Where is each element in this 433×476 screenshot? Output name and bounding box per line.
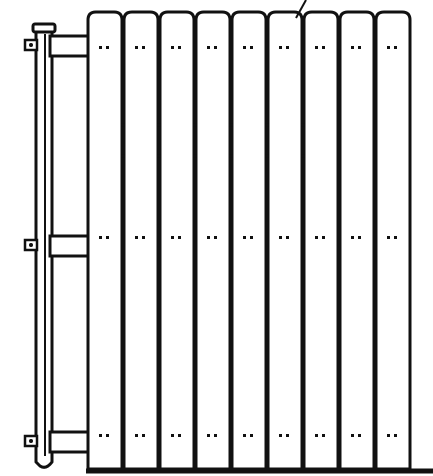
nail [351, 236, 354, 239]
nail [135, 46, 138, 49]
nail [358, 434, 361, 437]
nail [315, 46, 318, 49]
nail [99, 434, 102, 437]
nail [142, 46, 145, 49]
nail [394, 46, 397, 49]
nail [99, 46, 102, 49]
hinge-pin [29, 243, 33, 247]
nail [171, 46, 174, 49]
rails [121, 123, 305, 158]
hinge-strap [48, 430, 94, 454]
nail [250, 236, 253, 239]
nail [214, 434, 217, 437]
nail [106, 46, 109, 49]
nail [250, 46, 253, 49]
hinge-pin [29, 439, 33, 443]
nail [171, 236, 174, 239]
nails [99, 46, 397, 437]
nail [322, 434, 325, 437]
nail [358, 46, 361, 49]
post-cap [31, 22, 57, 34]
nail [214, 236, 217, 239]
board [122, 10, 160, 471]
hinge-post [31, 22, 57, 469]
board [302, 10, 340, 471]
nail [387, 434, 390, 437]
nail [214, 46, 217, 49]
hinge-pin [29, 43, 33, 47]
board [374, 10, 412, 471]
nail [394, 236, 397, 239]
nail [106, 434, 109, 437]
nail [358, 236, 361, 239]
nail [286, 236, 289, 239]
hinge-strap [48, 234, 94, 258]
hinge [23, 234, 94, 258]
board [338, 10, 376, 471]
nail [286, 46, 289, 49]
nail [142, 434, 145, 437]
nail [279, 236, 282, 239]
nail [99, 236, 102, 239]
nail [243, 46, 246, 49]
nail [135, 236, 138, 239]
nail [178, 46, 181, 49]
board [86, 10, 124, 471]
nail [322, 236, 325, 239]
nail [322, 46, 325, 49]
nail [207, 434, 210, 437]
nail [178, 434, 181, 437]
nail [279, 46, 282, 49]
nail [178, 236, 181, 239]
nail [315, 434, 318, 437]
hinge-strap [48, 34, 94, 58]
nail [279, 434, 282, 437]
nail [243, 434, 246, 437]
nail [250, 434, 253, 437]
boards [86, 10, 412, 471]
board [194, 10, 232, 471]
nail [106, 236, 109, 239]
nail [286, 434, 289, 437]
nail [387, 46, 390, 49]
board [158, 10, 196, 471]
callout-leader-line [295, 0, 307, 19]
nail [315, 236, 318, 239]
nail [207, 236, 210, 239]
nail [243, 236, 246, 239]
board [230, 10, 268, 471]
nail [351, 46, 354, 49]
nail [394, 434, 397, 437]
board [266, 10, 304, 471]
nail [387, 236, 390, 239]
hinges [23, 34, 94, 454]
nail [142, 236, 145, 239]
nail [351, 434, 354, 437]
nail [207, 46, 210, 49]
nail [135, 434, 138, 437]
nail [171, 434, 174, 437]
